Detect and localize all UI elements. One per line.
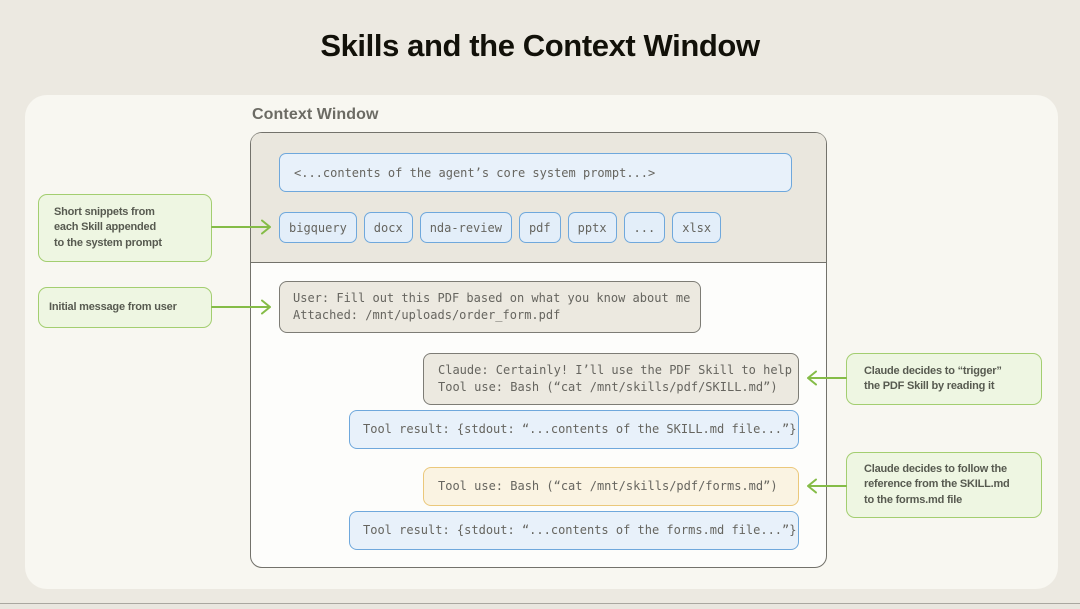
skill-chip: pdf bbox=[518, 212, 561, 243]
skill-chip: bigquery bbox=[279, 212, 357, 243]
callout-initial-message: Initial message from user bbox=[38, 287, 212, 328]
tool-result-forms-box: Tool result: {stdout: “...contents of th… bbox=[349, 511, 799, 550]
context-window-box: <...contents of the agent’s core system … bbox=[250, 132, 827, 568]
tool-use-forms-box: Tool use: Bash (“cat /mnt/skills/pdf/for… bbox=[423, 467, 799, 506]
skill-chip: pptx bbox=[567, 212, 617, 243]
system-prompt-box: <...contents of the agent’s core system … bbox=[279, 153, 792, 192]
skill-chip: xlsx bbox=[672, 212, 722, 243]
callout-trigger-skill: Claude decides to “trigger”the PDF Skill… bbox=[846, 353, 1042, 405]
bottom-divider bbox=[0, 603, 1080, 609]
page-title: Skills and the Context Window bbox=[320, 28, 760, 63]
skill-chip: ... bbox=[623, 212, 666, 243]
user-message-box: User: Fill out this PDF based on what yo… bbox=[279, 281, 701, 333]
context-window-label: Context Window bbox=[252, 106, 379, 123]
skill-chip: nda-review bbox=[419, 212, 512, 243]
claude-message-box: Claude: Certainly! I’ll use the PDF Skil… bbox=[423, 353, 799, 405]
tool-result-skill-box: Tool result: {stdout: “...contents of th… bbox=[349, 410, 799, 449]
skill-chip: docx bbox=[363, 212, 413, 243]
